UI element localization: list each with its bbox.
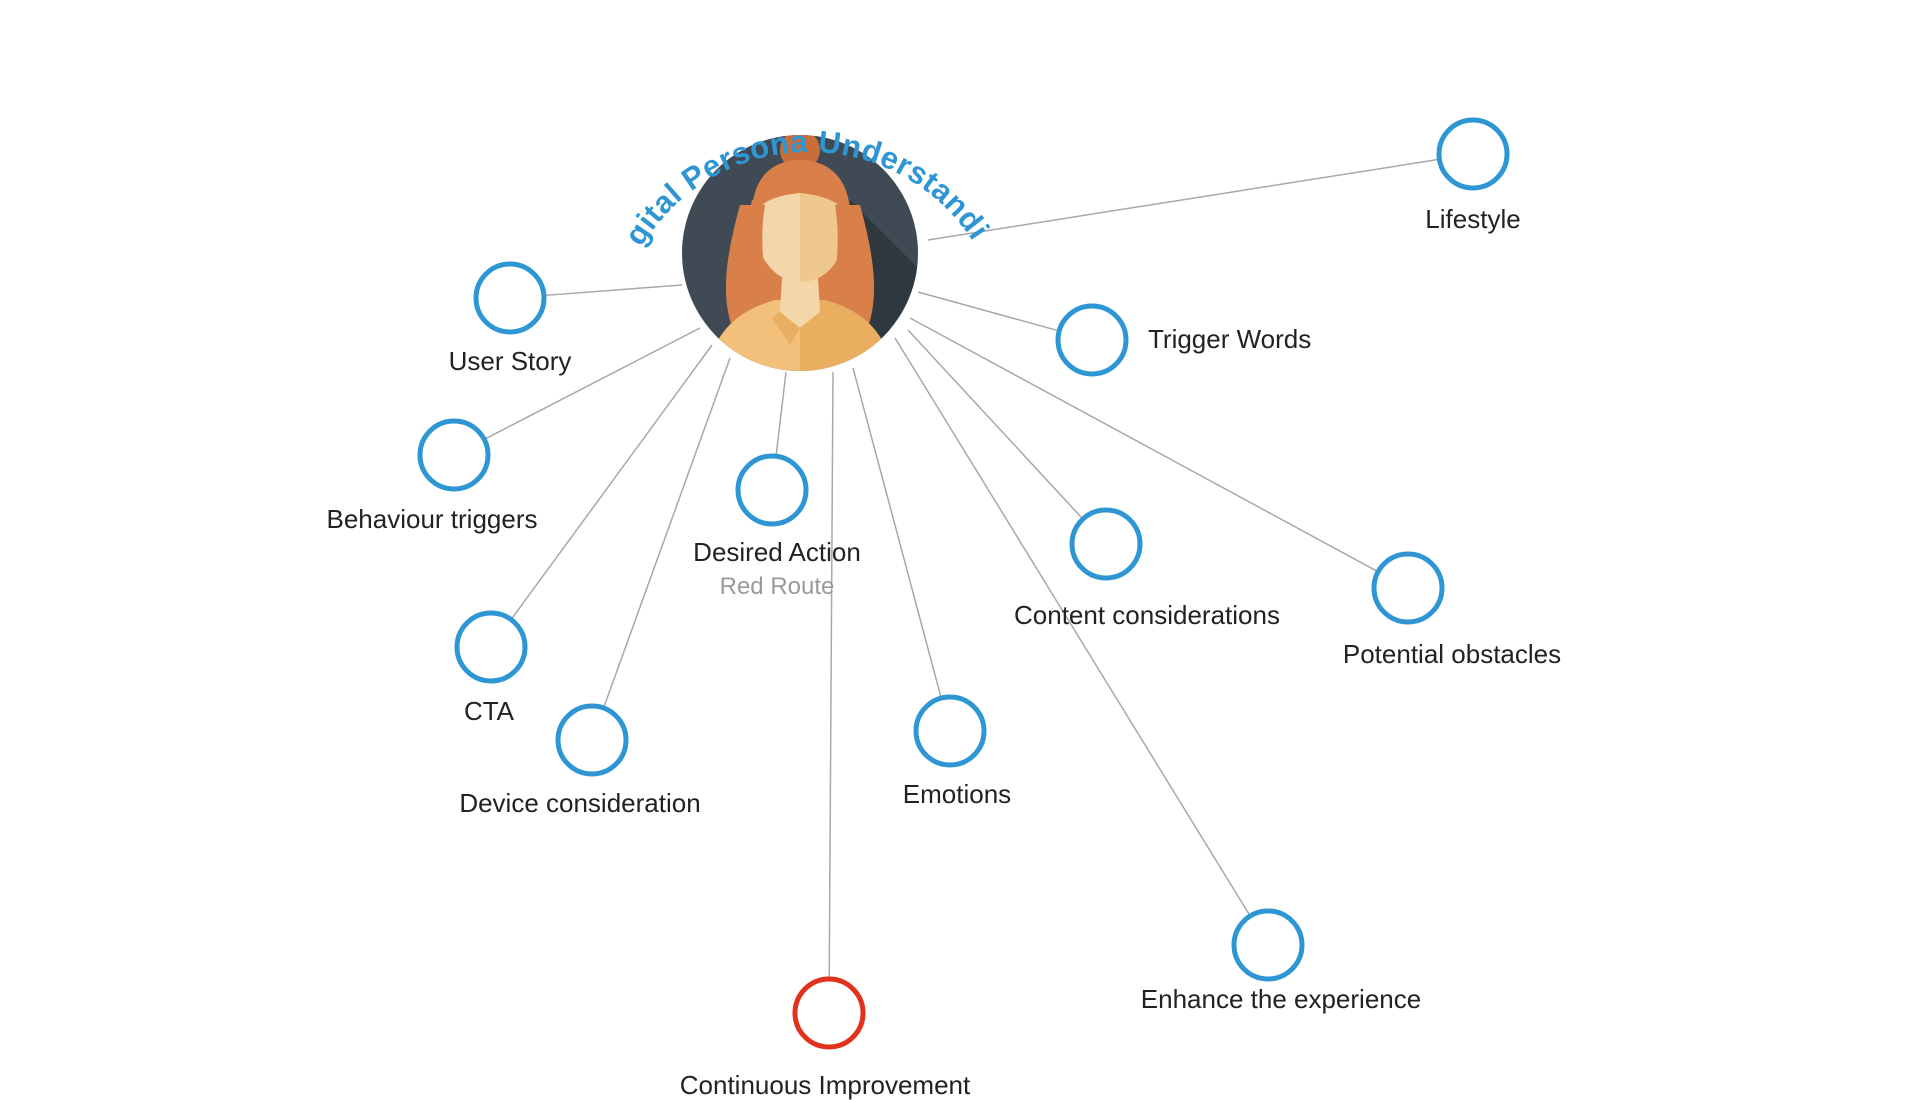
node-label: Continuous Improvement (680, 1070, 971, 1100)
node-potential-obstacles: Potential obstacles (1343, 551, 1561, 669)
connector-cta (510, 344, 713, 621)
connector-lines (483, 158, 1440, 980)
node-label: Device consideration (459, 788, 700, 818)
node-label: Lifestyle (1425, 204, 1520, 234)
connector-device-consideration (602, 357, 731, 709)
node-ring-icon (1231, 908, 1305, 982)
connector-desired-action (775, 371, 787, 457)
connector-potential-obstacles (909, 317, 1379, 573)
node-ring-icon (454, 610, 528, 684)
node-ring-icon (792, 976, 866, 1050)
node-ring-icon (1371, 551, 1445, 625)
node-label: Trigger Words (1148, 324, 1311, 354)
node-continuous-improvement: Continuous Improvement (680, 976, 971, 1100)
connector-trigger-words (917, 291, 1060, 332)
node-device-consideration: Device consideration (459, 703, 701, 818)
node-ring-icon (913, 694, 987, 768)
connector-content-considerations (907, 329, 1084, 520)
connector-user-story (543, 284, 683, 297)
node-cta: CTA (454, 610, 528, 726)
node-ring-icon (555, 703, 629, 777)
connector-enhance-the-experience (894, 337, 1251, 917)
node-ring-icon (417, 418, 491, 492)
node-ring-icon (1436, 117, 1510, 191)
node-ring-icon (1069, 507, 1143, 581)
node-lifestyle: Lifestyle (1425, 117, 1521, 234)
connector-continuous-improvement (828, 371, 834, 980)
node-behaviour-triggers: Behaviour triggers (327, 418, 538, 534)
node-label: Behaviour triggers (327, 504, 538, 534)
persona-avatar-icon (682, 135, 918, 371)
node-label: Potential obstacles (1343, 639, 1561, 669)
node-label: User Story (449, 346, 572, 376)
node-enhance-the-experience: Enhance the experience (1141, 908, 1421, 1014)
node-sublabel: Red Route (720, 573, 835, 600)
connector-behaviour-triggers (483, 327, 701, 441)
node-label: CTA (464, 696, 515, 726)
connector-lifestyle (927, 158, 1440, 241)
node-label: Desired Action (693, 537, 861, 567)
connector-emotions (852, 367, 942, 699)
node-content-considerations: Content considerations (1014, 507, 1280, 630)
node-label: Enhance the experience (1141, 984, 1421, 1014)
node-ring-icon (735, 453, 809, 527)
node-ring-icon (473, 261, 547, 335)
node-trigger-words: Trigger Words (1055, 303, 1311, 377)
node-ring-icon (1055, 303, 1129, 377)
node-label: Emotions (903, 779, 1011, 809)
node-emotions: Emotions (903, 694, 1011, 809)
node-user-story: User Story (449, 261, 572, 376)
node-label: Content considerations (1014, 600, 1280, 630)
